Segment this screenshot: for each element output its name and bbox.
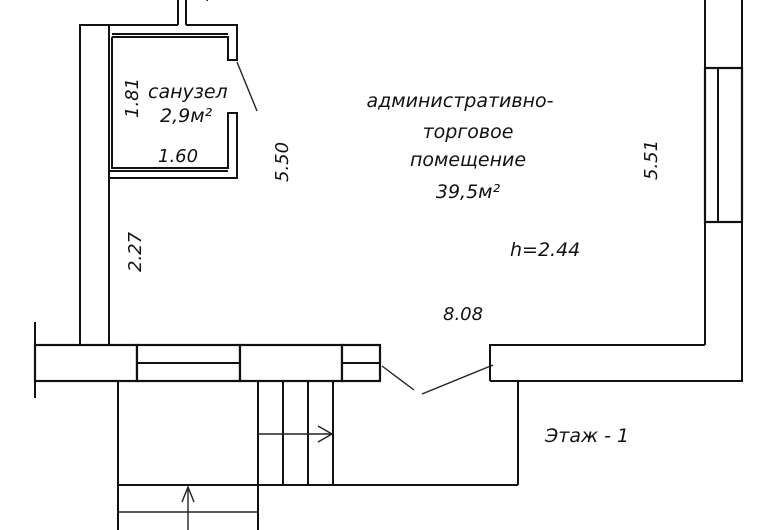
floor-label: Этаж - 1	[544, 425, 629, 447]
bottom-wall	[33, 0, 743, 398]
dim-left-wall: 2.27	[125, 231, 146, 272]
entrance-door-leaf-right	[421, 364, 494, 395]
stairs	[117, 381, 519, 530]
bathroom-door-leaf	[236, 61, 258, 112]
room-area: 39,5м²	[436, 181, 501, 203]
bathroom-walls	[109, 37, 258, 179]
window-right	[703, 66, 744, 224]
bathroom-width: 1.60	[158, 146, 198, 167]
entrance-door-leaf-left	[381, 365, 415, 391]
bathroom-name: санузел	[148, 81, 228, 103]
dim-length: 8.08	[443, 304, 483, 325]
right-wall	[703, 0, 744, 345]
room-name-line3: помещение	[410, 149, 526, 171]
bathroom-area: 2,9м²	[160, 105, 213, 127]
dim-inner-wall: 5.50	[272, 142, 293, 182]
room-name-line1: административно-	[367, 90, 554, 112]
dim-top-partial: 1.	[192, 0, 213, 2]
bathroom-depth: 1.81	[122, 78, 143, 118]
room-name-line2: торговое	[423, 121, 514, 143]
dim-right-wall: 5.51	[641, 140, 662, 180]
room-height: h=2.44	[510, 239, 580, 261]
top-passage	[177, 0, 187, 25]
left-wall	[35, 24, 238, 346]
